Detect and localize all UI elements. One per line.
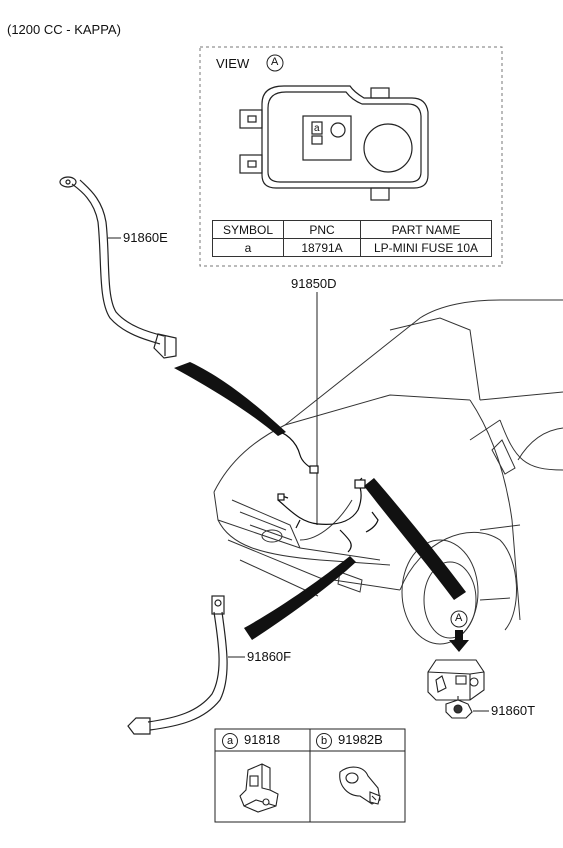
wiring-harness (269, 427, 379, 553)
battery-fuse-box (427, 659, 485, 701)
parts-box-right-pnc: 91982B (338, 732, 383, 747)
table-cell-part-name: LP-MINI FUSE 10A (360, 238, 492, 257)
arrow-marker-circle (450, 610, 468, 628)
down-arrow-icon (449, 630, 469, 652)
callout-91860E: 91860E (123, 230, 168, 245)
battery-clip (445, 696, 473, 719)
swoosh-lower (244, 556, 356, 640)
callout-91850D: 91850D (291, 276, 337, 291)
table-header-symbol: SYMBOL (212, 220, 284, 239)
battery-cable-lower (127, 595, 228, 735)
table-cell-pnc: 18791A (283, 238, 361, 257)
view-frame (199, 46, 503, 267)
fuse-table-header-row: SYMBOL PNC PART NAME (212, 220, 492, 239)
table-row: a 18791A LP-MINI FUSE 10A (212, 238, 492, 257)
fuse-table: SYMBOL PNC PART NAME a 18791A LP-MINI FU… (212, 220, 492, 257)
callout-91860F: 91860F (247, 649, 292, 664)
callout-91860T: 91860T (491, 703, 536, 718)
battery-cable-upper (59, 176, 177, 359)
parts-box-left-label: a 91818 (222, 732, 280, 749)
view-marker: A (271, 56, 279, 68)
table-cell-symbol: a (212, 238, 284, 257)
connector-91982B (339, 766, 381, 805)
table-header-pnc: PNC (283, 220, 361, 239)
fuse-box-top-view (239, 85, 429, 201)
swoosh-right (364, 478, 466, 600)
view-marker-circle (266, 54, 284, 72)
car-outline (213, 299, 563, 645)
bracket-91818 (239, 763, 279, 813)
view-title: VIEW (216, 56, 250, 71)
engine-note: (1200 CC - KAPPA) (7, 22, 121, 37)
parts-box-right-symbol: b (316, 732, 332, 749)
swoosh-upper (174, 362, 286, 436)
arrow-marker-label: A (455, 612, 463, 624)
parts-box-left-symbol: a (222, 732, 238, 749)
table-header-part-name: PART NAME (360, 220, 492, 239)
parts-box-left-pnc: 91818 (244, 732, 281, 747)
parts-box-right-label: b 91982B (316, 732, 383, 749)
fuse-slot-marker: a (314, 123, 320, 134)
